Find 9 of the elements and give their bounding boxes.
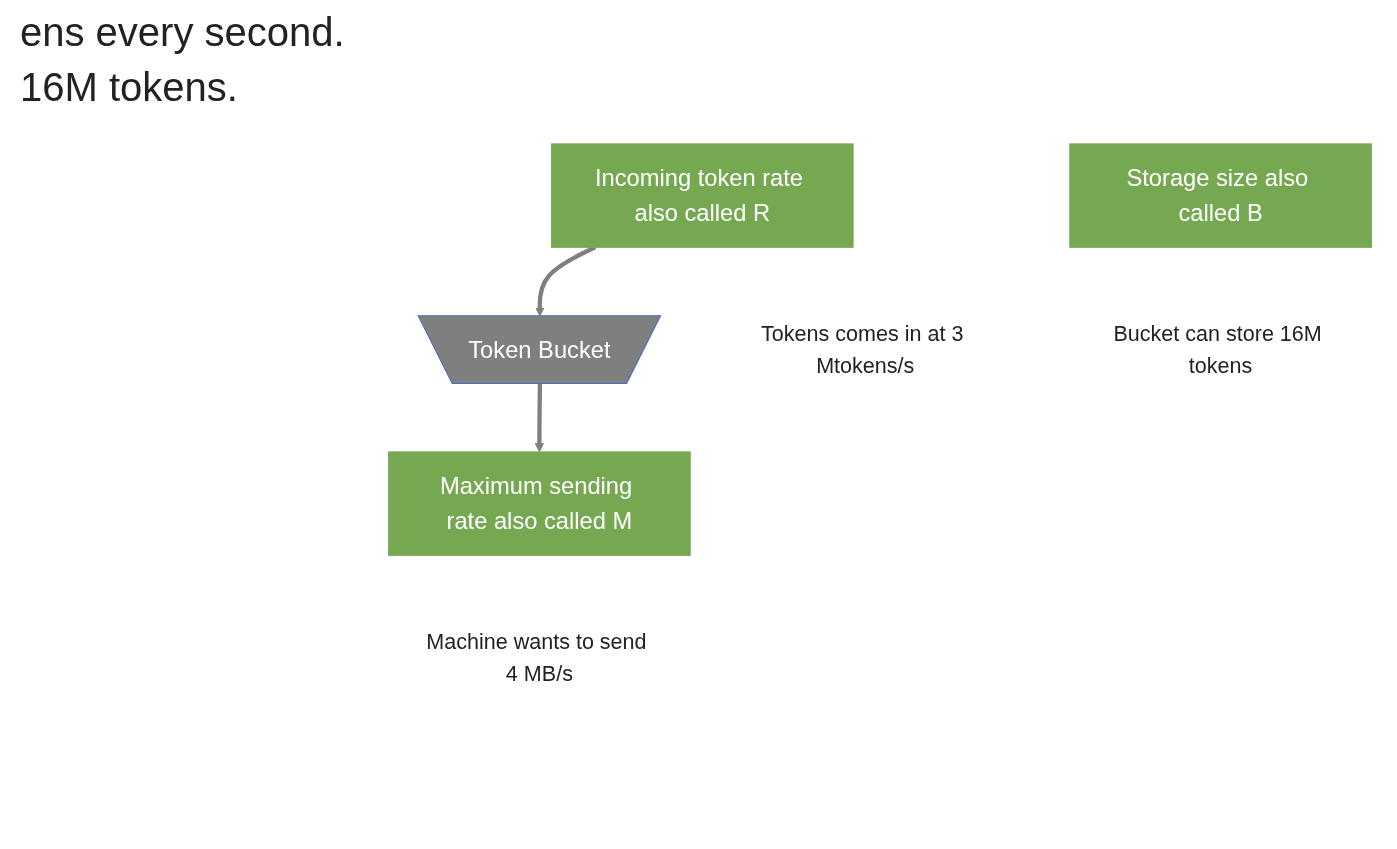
node-box: Incoming token rate also called R	[551, 143, 854, 248]
node-box: Maximum sending rate also called M	[388, 451, 691, 556]
node-label: Machine wants to send 4 MB/s	[426, 629, 647, 686]
node-box: Storage size also called B	[1069, 143, 1372, 248]
slide-text: 16M tokens.	[20, 65, 239, 110]
arrow	[534, 384, 545, 453]
slide-text: ens every second.	[20, 10, 345, 55]
node-label: Tokens comes in at 3 Mtokens/s	[761, 321, 964, 378]
node-label: Bucket can store 16M tokens	[1113, 321, 1322, 378]
